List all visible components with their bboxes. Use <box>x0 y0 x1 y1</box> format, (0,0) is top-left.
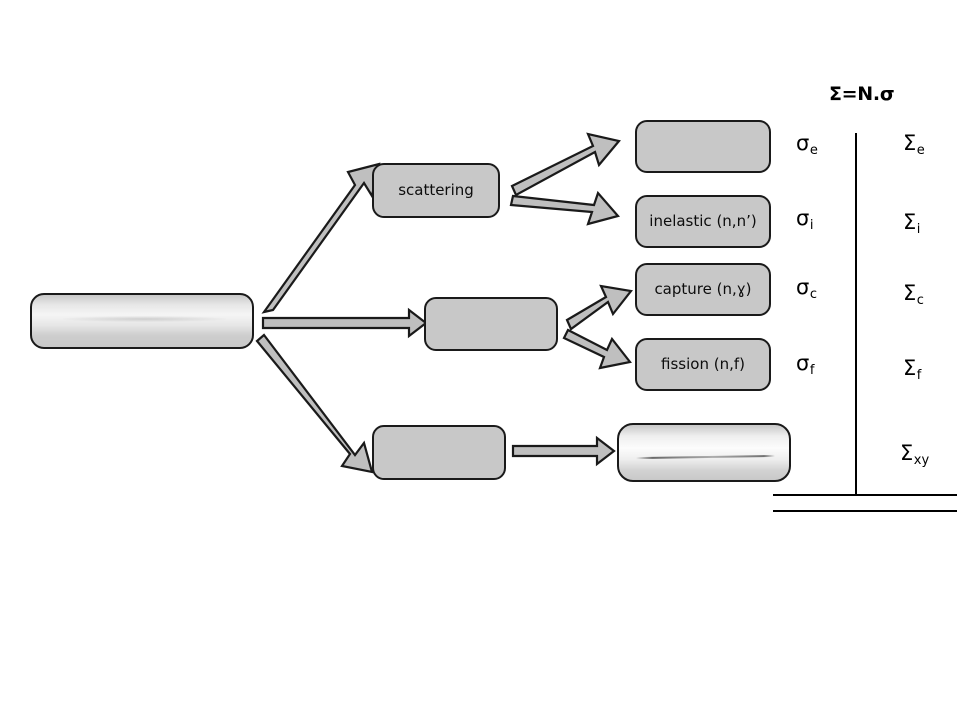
box-scattering[interactable]: scattering <box>372 163 500 218</box>
box-fission[interactable]: fission (n,f) <box>635 338 771 391</box>
arrow-other-reaction-to-outcome <box>511 435 616 467</box>
vertical-divider-line <box>855 133 857 495</box>
cross-section-sigma-i: σi <box>796 206 814 233</box>
bottom-rule-line-upper <box>773 494 957 496</box>
macroscopic-sigma-f: Σf <box>903 356 922 383</box>
arrow-absorption-to-capture <box>565 284 634 331</box>
cross-section-sigma-e: σe <box>796 131 818 158</box>
box-source[interactable] <box>30 293 254 349</box>
bottom-rule-line-lower <box>773 510 957 512</box>
box-capture[interactable]: capture (n,ɣ) <box>635 263 771 316</box>
arrow-scattering-to-inelastic <box>509 190 620 226</box>
arrow-source-to-absorption <box>261 307 428 339</box>
arrow-source-to-scattering <box>261 162 381 314</box>
erased-smudge-mark <box>62 315 226 322</box>
cross-section-sigma-f: σf <box>796 351 815 378</box>
box-other-reaction[interactable] <box>372 425 506 480</box>
cross-section-sigma-c: σc <box>796 275 817 302</box>
macroscopic-sigma-xy: Σxy <box>900 441 930 468</box>
box-inelastic-label: inelastic (n,n’) <box>649 212 757 230</box>
box-elastic[interactable] <box>635 120 771 173</box>
box-absorption[interactable] <box>424 297 558 351</box>
box-inelastic[interactable]: inelastic (n,n’) <box>635 195 771 248</box>
page-title: Σ=N.σ <box>829 83 895 105</box>
macroscopic-sigma-c: Σc <box>903 281 924 308</box>
box-capture-label: capture (n,ɣ) <box>654 280 752 298</box>
erased-smudge-stroke <box>635 454 776 459</box>
box-fission-label: fission (n,f) <box>661 355 745 373</box>
arrow-source-to-other-reaction <box>255 333 374 474</box>
box-scattering-label: scattering <box>398 181 474 199</box>
macroscopic-sigma-e: Σe <box>903 131 925 158</box>
box-other-outcome[interactable] <box>617 423 791 482</box>
arrow-absorption-to-fission <box>562 328 632 370</box>
arrow-scattering-to-elastic <box>510 132 621 197</box>
macroscopic-sigma-i: Σi <box>903 210 921 237</box>
